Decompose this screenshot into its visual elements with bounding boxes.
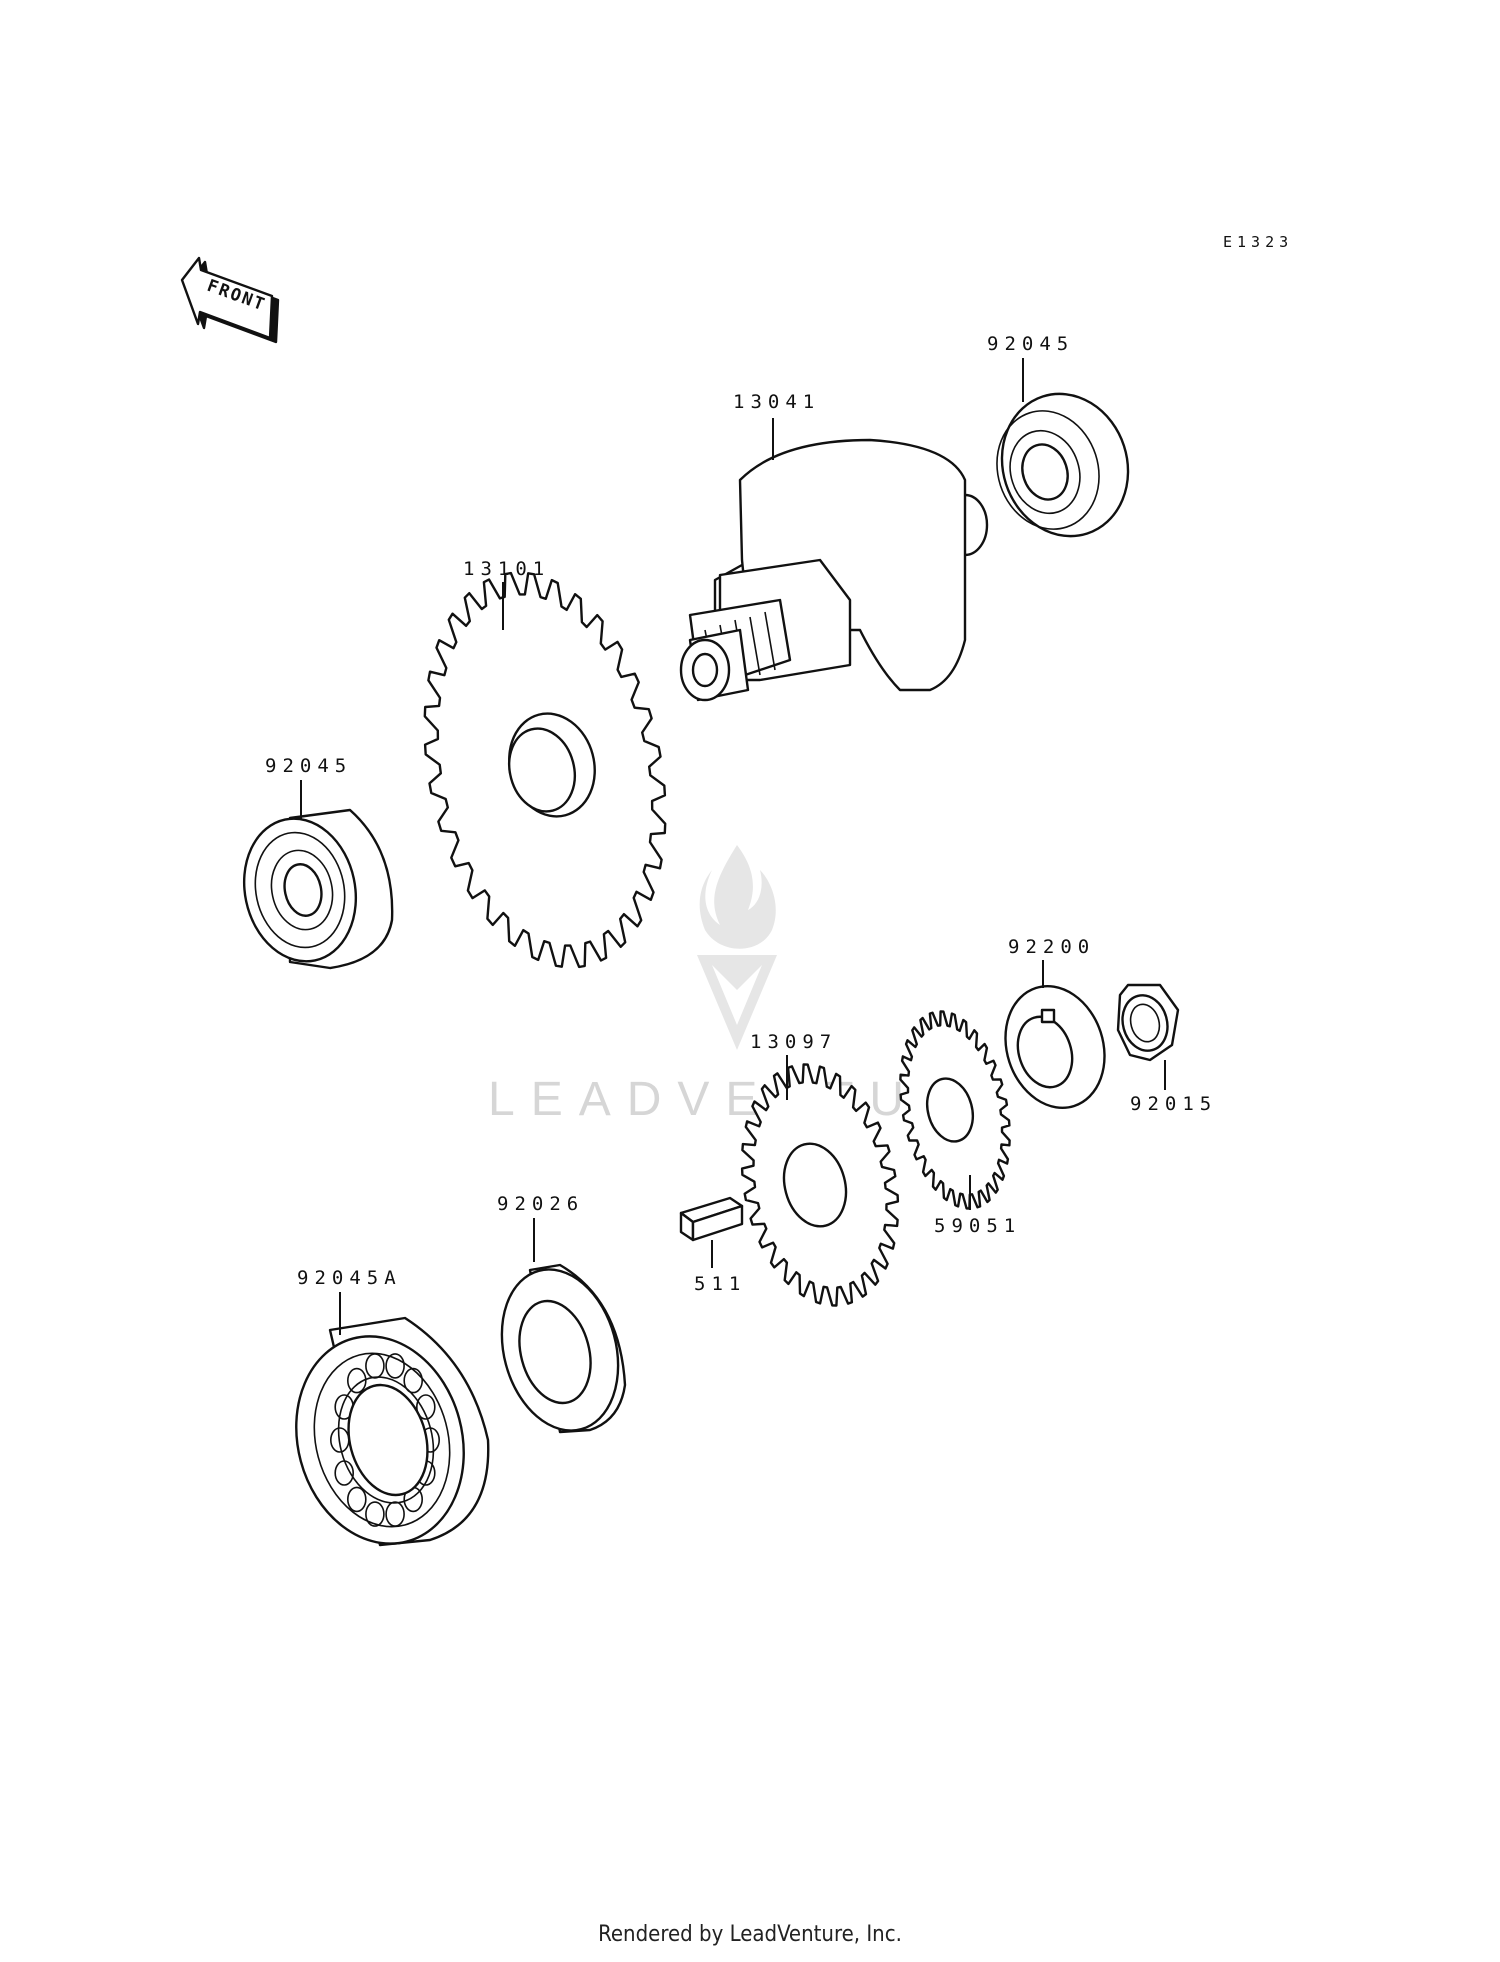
front-arrow-icon: FRONT: [180, 256, 280, 344]
v-logo-icon: [697, 955, 777, 1050]
part-511-key: [679, 1196, 744, 1242]
callout-92015: 92015: [1130, 1093, 1217, 1115]
part-13097-gear: [740, 1063, 900, 1307]
part-92045-top-bearing: [996, 392, 1130, 538]
part-92200-lock-washer: [1004, 984, 1106, 1110]
part-92045-left-bearing: [242, 808, 394, 970]
callout-92045A: 92045A: [297, 1267, 402, 1289]
part-92045A-bearing: [295, 1316, 490, 1547]
bearing-ball: [385, 1353, 405, 1379]
callout-92200: 92200: [1008, 936, 1095, 958]
callout-92026: 92026: [497, 1193, 584, 1215]
bearing-ball: [385, 1501, 405, 1527]
callout-13101: 13101: [463, 558, 550, 580]
bearing-ball: [365, 1501, 385, 1527]
flame-icon: [699, 845, 776, 949]
bearing-ball: [403, 1367, 424, 1394]
callout-92045-top: 92045: [987, 333, 1074, 355]
bearing-ball: [415, 1394, 436, 1420]
footer-credit: Rendered by LeadVenture, Inc.: [598, 1922, 902, 1947]
part-13101-gear: [423, 571, 667, 969]
callout-59051: 59051: [934, 1215, 1021, 1237]
callout-13041: 13041: [733, 391, 820, 413]
callout-92045-left: 92045: [265, 755, 352, 777]
part-13041-shaft: [679, 438, 989, 702]
part-92015-nut: [1116, 983, 1180, 1062]
bearing-ball: [346, 1486, 367, 1513]
part-59051-gear: [899, 1010, 1011, 1210]
bearing-ball: [346, 1367, 367, 1394]
diagram-code: E1323: [1223, 233, 1293, 251]
callout-511: 511: [694, 1273, 746, 1295]
callout-13097: 13097: [750, 1031, 837, 1053]
part-92026-collar: [500, 1263, 627, 1434]
